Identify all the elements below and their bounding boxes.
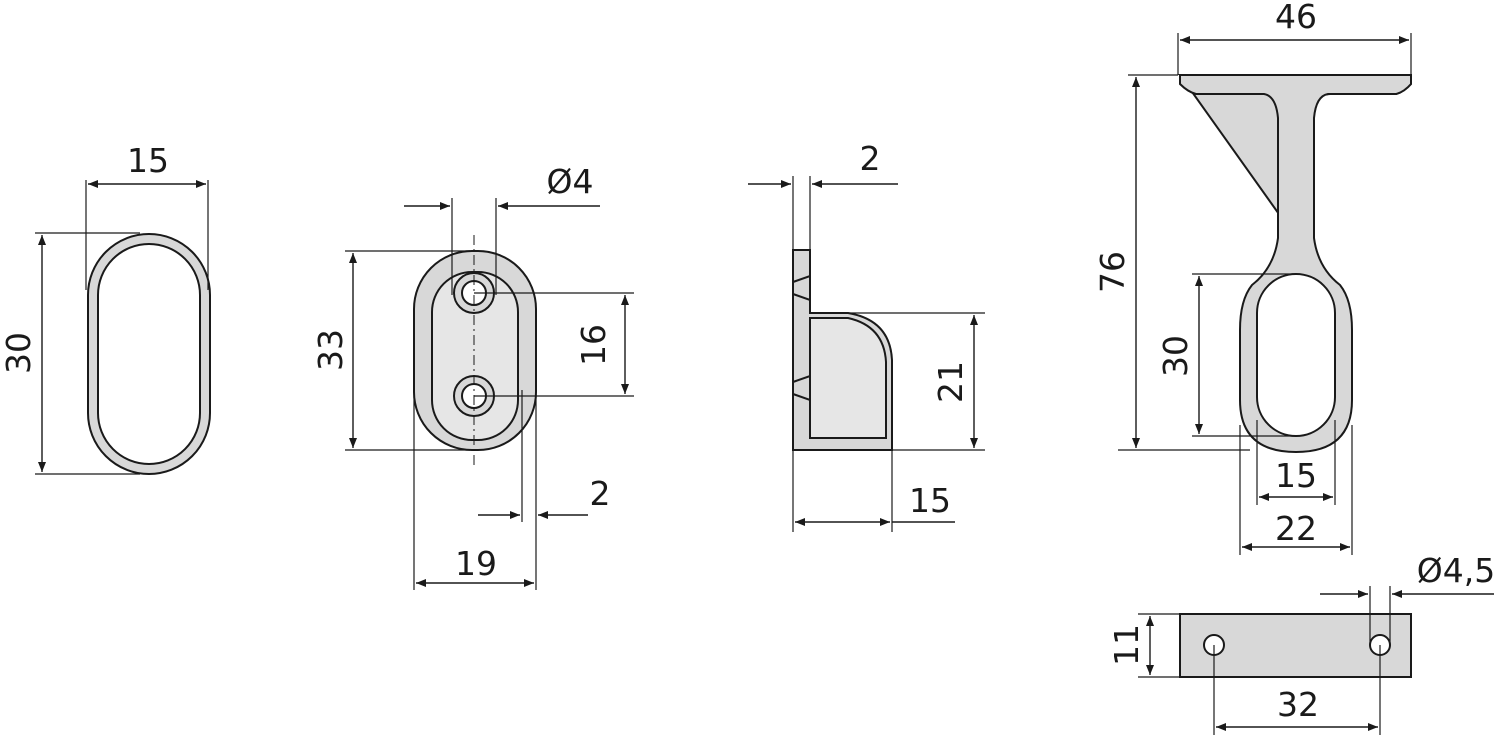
rod-profile: 15 30 <box>0 141 211 475</box>
side-notch-top <box>792 274 811 302</box>
side-thickness-label: 2 <box>860 139 881 178</box>
flange-width-label: 46 <box>1275 0 1317 36</box>
flange-plate: Ø4,5 11 32 <box>1107 551 1495 735</box>
bracket-height-label: 33 <box>311 329 350 371</box>
side-profile-inner <box>809 317 887 439</box>
ring-inner-width-label: 15 <box>1275 456 1317 495</box>
overall-height-label: 76 <box>1093 251 1132 293</box>
end-bracket-side: 2 21 15 <box>748 139 985 532</box>
rod-inner-shape <box>97 243 201 465</box>
ring-height-label: 30 <box>1156 335 1195 377</box>
plate-hole-diameter-label: Ø4,5 <box>1417 551 1495 590</box>
plate-hole-spacing-label: 32 <box>1277 685 1319 724</box>
hole-diameter-label: Ø4 <box>547 162 594 201</box>
rod-height-label: 30 <box>0 332 38 374</box>
support-stem <box>1179 74 1412 454</box>
side-depth-label: 15 <box>909 481 951 520</box>
end-bracket-front: Ø4 33 16 2 19 <box>311 162 634 590</box>
side-height-label: 21 <box>931 361 970 403</box>
hole-spacing-label: 16 <box>574 324 613 366</box>
support-ring-hole <box>1256 273 1336 437</box>
plate-height-label: 11 <box>1107 624 1146 666</box>
rod-width-label: 15 <box>127 141 169 180</box>
ring-outer-width-label: 22 <box>1275 509 1317 548</box>
wall-thickness-label: 2 <box>590 474 611 513</box>
side-notch-bottom <box>792 374 811 402</box>
center-support: 46 76 30 15 22 <box>1093 0 1412 555</box>
bracket-width-label: 19 <box>455 544 497 583</box>
